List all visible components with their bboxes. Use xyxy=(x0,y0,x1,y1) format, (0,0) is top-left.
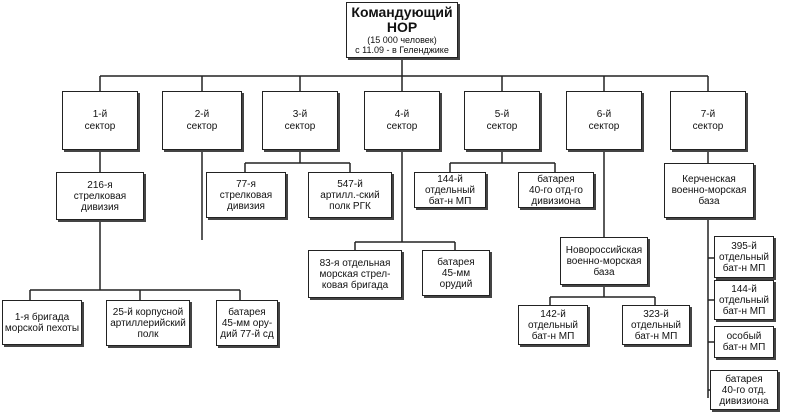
unit-216-rifle-division: 216-я стрелковая дивизия xyxy=(56,172,144,220)
unit-395-marine-battalion: 395-й отдельный бат-н МП xyxy=(714,236,774,278)
sector-3-label: 3-й сектор xyxy=(284,108,316,132)
unit-label: 323-й отдельный бат-н МП xyxy=(631,308,681,342)
unit-25th-artillery-regiment: 25-й корпусной артиллерийский полк xyxy=(106,300,190,346)
unit-label: 25-й корпусной артиллерийский полк xyxy=(110,306,186,340)
unit-label: 395-й отдельный бат-н МП xyxy=(719,240,769,274)
sector-6-label: 6-й сектор xyxy=(588,108,620,132)
unit-label: 144-й отдельный бат-н МП xyxy=(719,283,769,317)
unit-label: 77-я стрелковая дивизия xyxy=(219,178,273,212)
sector-6-box: 6-й сектор xyxy=(566,91,642,150)
unit-144-marine-battalion-sector7: 144-й отдельный бат-н МП xyxy=(714,280,774,320)
unit-142-marine-battalion: 142-й отдельный бат-н МП xyxy=(518,305,588,345)
unit-label: 83-я отдельная морская стрел- ковая бриг… xyxy=(319,257,391,291)
sector-4-box: 4-й сектор xyxy=(364,91,440,150)
sector-3-box: 3-й сектор xyxy=(262,91,338,150)
unit-label: батарея 45-мм орудий xyxy=(437,256,475,290)
unit-45mm-battery-sector4: батарея 45-мм орудий xyxy=(422,250,490,296)
sector-1-box: 1-й сектор xyxy=(62,91,138,150)
sector-2-label: 2-й сектор xyxy=(186,108,218,132)
sector-4-label: 4-й сектор xyxy=(386,108,418,132)
unit-label: особый бат-н МП xyxy=(722,331,766,353)
novorossiysk-naval-base: Новороссийская военно-морская база xyxy=(560,237,648,285)
sector-5-box: 5-й сектор xyxy=(464,91,540,150)
unit-label: 142-й отдельный бат-н МП xyxy=(528,308,578,342)
sector-2-box: 2-й сектор xyxy=(162,91,242,150)
sector-7-label: 7-й сектор xyxy=(692,108,724,132)
kerch-naval-base: Керченская военно-морская база xyxy=(664,163,754,218)
unit-label: Керченская военно-морская база xyxy=(671,174,747,207)
commander-details: (15 000 человек) с 11.09 - в Геленджике xyxy=(355,35,449,55)
unit-label: 1-я бригада морской пехоты xyxy=(4,311,80,334)
commander-title: Командующий НОР xyxy=(351,4,453,35)
unit-547-artillery-regiment: 547-й артилл.-ский полк РГК xyxy=(308,172,392,218)
unit-83-marine-rifle-brigade: 83-я отдельная морская стрел- ковая бриг… xyxy=(308,250,402,298)
unit-323-marine-battalion: 323-й отдельный бат-н МП xyxy=(622,305,690,345)
unit-label: 144-й отдельный бат-н МП xyxy=(425,173,475,207)
unit-label: Новороссийская военно-морская база xyxy=(565,244,643,278)
unit-label: 547-й артилл.-ский полк РГК xyxy=(320,178,380,212)
unit-special-marine-battalion: особый бат-н МП xyxy=(714,326,774,358)
unit-label: батарея 45-мм ору- дий 77-й сд xyxy=(220,306,274,340)
unit-40th-division-battery-sector7: батарея 40-го отд. дивизиона xyxy=(710,370,778,410)
unit-45mm-battery-77th: батарея 45-мм ору- дий 77-й сд xyxy=(216,300,278,346)
sector-7-box: 7-й сектор xyxy=(670,91,746,150)
unit-1st-marine-brigade: 1-я бригада морской пехоты xyxy=(2,300,82,345)
sector-5-label: 5-й сектор xyxy=(486,108,518,132)
unit-40th-division-battery-sector5: батарея 40-го отд-го дивизиона xyxy=(518,172,594,208)
unit-144-marine-battalion-sector5: 144-й отдельный бат-н МП xyxy=(414,172,486,208)
unit-label: батарея 40-го отд. дивизиона xyxy=(719,373,769,407)
commander-box: Командующий НОР (15 000 человек) с 11.09… xyxy=(346,2,458,58)
unit-label: 216-я стрелковая дивизия xyxy=(73,179,127,213)
unit-77-rifle-division: 77-я стрелковая дивизия xyxy=(206,172,286,218)
sector-1-label: 1-й сектор xyxy=(84,108,116,132)
unit-label: батарея 40-го отд-го дивизиона xyxy=(529,173,583,207)
